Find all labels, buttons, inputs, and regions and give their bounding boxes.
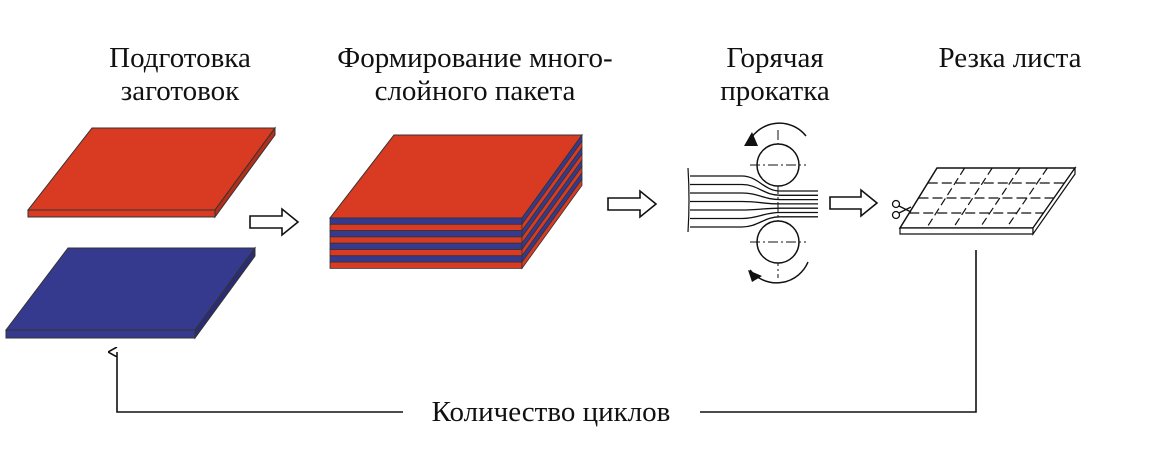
cycle-feedback-line xyxy=(700,250,977,413)
step-label-line: Формирование много- xyxy=(337,42,613,74)
step-label-line: слойного пакета xyxy=(374,75,576,107)
incoming-stack-edge xyxy=(687,167,690,233)
hollow-arrow-1 xyxy=(249,207,300,237)
sheet-front xyxy=(899,227,1034,235)
red-billet-side xyxy=(214,126,276,219)
step-label-line: Горячая xyxy=(726,42,824,74)
multilayer-stack xyxy=(328,133,583,270)
rolling-strip xyxy=(690,175,818,192)
stack-side xyxy=(521,133,583,270)
bottom-roll-rotation-arrow xyxy=(749,261,809,284)
step-label-hot-rolling: Горячая прокатка xyxy=(690,42,860,108)
step-label-sheet-cutting: Резка листа xyxy=(900,42,1120,75)
cycle-count-label: Количество циклов xyxy=(432,396,671,428)
step-label-line: Резка листа xyxy=(938,42,1082,74)
top-roll-arrowhead xyxy=(744,132,758,146)
stack-layer-front xyxy=(329,242,523,250)
rolling-strips xyxy=(690,175,818,228)
rolling-mill xyxy=(687,122,818,284)
rolling-strip xyxy=(690,200,818,205)
step-label-line: прокатка xyxy=(720,75,830,107)
hollow-arrow-2 xyxy=(607,189,658,219)
stack-layer-front xyxy=(329,223,523,232)
step-label-line: заготовок xyxy=(120,75,240,107)
rolling-strip xyxy=(690,207,818,211)
rolling-strip xyxy=(690,211,818,220)
blue-billet-top xyxy=(4,247,256,331)
cut-lines xyxy=(909,167,1065,229)
cut-sheet xyxy=(891,166,1077,236)
stack-layer-front xyxy=(329,255,523,263)
red-billet-top xyxy=(26,127,276,211)
rolling-strip xyxy=(690,216,818,228)
scissors-icon xyxy=(891,199,912,220)
stack-layer-side xyxy=(521,177,583,270)
stack-layer-front xyxy=(329,236,523,244)
stack-layer-front xyxy=(329,230,523,238)
stack-layers xyxy=(329,217,523,269)
rolling-strip xyxy=(690,192,818,201)
cut-line-diagonal xyxy=(979,167,1021,229)
stack-layer-front xyxy=(329,249,523,257)
step-label-line: Подготовка xyxy=(109,42,251,74)
rolling-strip xyxy=(690,183,818,196)
blue-billet xyxy=(4,246,256,340)
red-billet-front xyxy=(27,209,216,218)
blue-billet-front xyxy=(5,329,196,339)
bottom-roll-arrowhead xyxy=(748,270,762,282)
cycle-return-line xyxy=(117,352,403,413)
step-label-stack-forming: Формирование много- слойного пакета xyxy=(305,42,645,108)
step-label-preparation: Подготовка заготовок xyxy=(75,42,285,108)
blue-billet-side xyxy=(194,246,256,340)
stack-layer-front xyxy=(329,217,523,225)
top-roll-rotation-arrow xyxy=(747,122,807,145)
stack-layer-front xyxy=(329,261,523,269)
sheet-side xyxy=(1032,166,1076,236)
red-billet xyxy=(26,126,276,219)
hollow-arrow-3 xyxy=(829,188,879,218)
cut-line-diagonal xyxy=(1005,167,1048,229)
